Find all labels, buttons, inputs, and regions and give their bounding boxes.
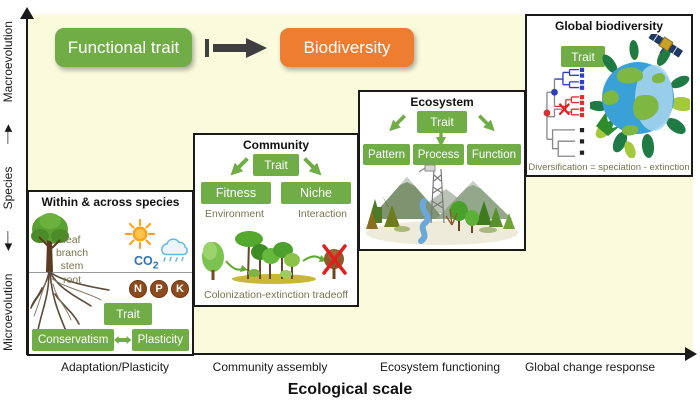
forest-succession-icon [202, 231, 347, 284]
panel-ecosystem: Ecosystem Trait Pattern Process Function [358, 90, 526, 251]
sun-icon [124, 218, 156, 250]
down-right-arrow-icon [303, 157, 322, 176]
y-label-microevolution: Microevolution [1, 273, 15, 351]
nutrient-k: K [171, 280, 189, 298]
panel-global-biodiversity: Global biodiversity Trait [525, 14, 693, 177]
x-label-community-assembly: Community assembly [212, 360, 328, 374]
nutrient-p: P [150, 280, 168, 298]
trait-box: Trait [561, 46, 605, 67]
rain-cloud-icon [161, 238, 188, 262]
y-label-species: Species [1, 166, 15, 210]
label-branch: branch [55, 247, 89, 259]
functional-trait-box: Functional trait [55, 28, 192, 67]
interaction-label: Interaction [297, 208, 347, 220]
niche-box: Niche [281, 182, 351, 204]
y-axis-line [26, 18, 28, 355]
panel-title: Ecosystem [410, 95, 474, 109]
earth-globe-icon [590, 34, 690, 158]
down-right-arrow-icon [477, 114, 495, 132]
nutrient-n: N [129, 280, 147, 298]
leaf-decorations [590, 40, 690, 158]
x-label-adaptation: Adaptation/Plasticity [60, 360, 170, 374]
functional-trait-label: Functional trait [67, 37, 180, 57]
plant-part-labels: leaf branch stem [53, 234, 91, 273]
x-label-global-change: Global change response [524, 360, 656, 374]
biodiversity-box: Biodiversity [280, 28, 414, 67]
up-arrow-icon: ──▶ [2, 125, 14, 144]
function-box: Function [466, 144, 521, 165]
mountain-landscape-icon [366, 164, 518, 245]
panel-title: Within & across species [41, 195, 180, 209]
down-left-arrow-icon [389, 114, 407, 132]
environment-label: Environment [205, 208, 264, 220]
environment-interaction-row: Environment Interaction [195, 208, 357, 220]
trait-box: Trait [417, 111, 467, 133]
conservatism-plasticity-row: Conservatism Plasticity [32, 329, 189, 351]
process-box: Process [412, 144, 465, 165]
label-root: root [62, 274, 82, 286]
label-leaf: leaf [63, 234, 81, 246]
y-label-macroevolution: Macroevolution [1, 21, 15, 103]
tradeoff-caption: Colonization-extinction tradeoff [204, 289, 348, 301]
diversification-caption: Diversification = speciation - extinctio… [528, 162, 690, 173]
biodiversity-label: Biodiversity [303, 37, 391, 57]
pattern-process-function-row: Pattern Process Function [360, 144, 524, 165]
x-axis-arrowhead-icon [685, 347, 697, 361]
down-left-arrow-icon [230, 157, 249, 176]
phylogenetic-tree-icon [543, 67, 585, 157]
down-arrow-icon [436, 127, 446, 147]
co2-label: CO2 [134, 254, 159, 272]
double-headed-arrow-icon [114, 336, 132, 344]
conservatism-box: Conservatism [32, 329, 115, 351]
fitness-niche-row: Fitness Niche [195, 182, 357, 204]
panel-within-species: Within & across species [27, 190, 194, 356]
label-stem: stem [60, 260, 84, 272]
satellite-icon [648, 34, 684, 58]
trait-arrows-row: Trait [195, 153, 357, 179]
tree-with-roots-icon [30, 213, 110, 337]
trait-box: Trait [104, 303, 152, 325]
fitness-box: Fitness [201, 182, 271, 204]
trait-box: Trait [253, 154, 299, 176]
x-axis-line [27, 353, 687, 355]
thick-right-arrow-icon [205, 38, 267, 58]
y-axis-label: Microevolution ◀── Species ──▶ Macroevol… [0, 21, 17, 351]
x-axis-title: Ecological scale [287, 381, 413, 398]
panel-title: Community [243, 138, 309, 152]
panel-title: Global biodiversity [554, 19, 664, 33]
y-axis-arrowhead-icon [20, 7, 34, 19]
pattern-box: Pattern [363, 144, 411, 165]
plasticity-box: Plasticity [131, 329, 189, 351]
panel-community: Community Trait Fitness Niche Environmen… [193, 133, 359, 307]
trait-arrows-row: Trait [360, 110, 524, 147]
soil-line [29, 272, 192, 273]
nutrient-circles: N P K [129, 280, 189, 298]
down-arrow-icon: ◀── [2, 232, 14, 251]
x-label-ecosystem-functioning: Ecosystem functioning [379, 360, 501, 374]
